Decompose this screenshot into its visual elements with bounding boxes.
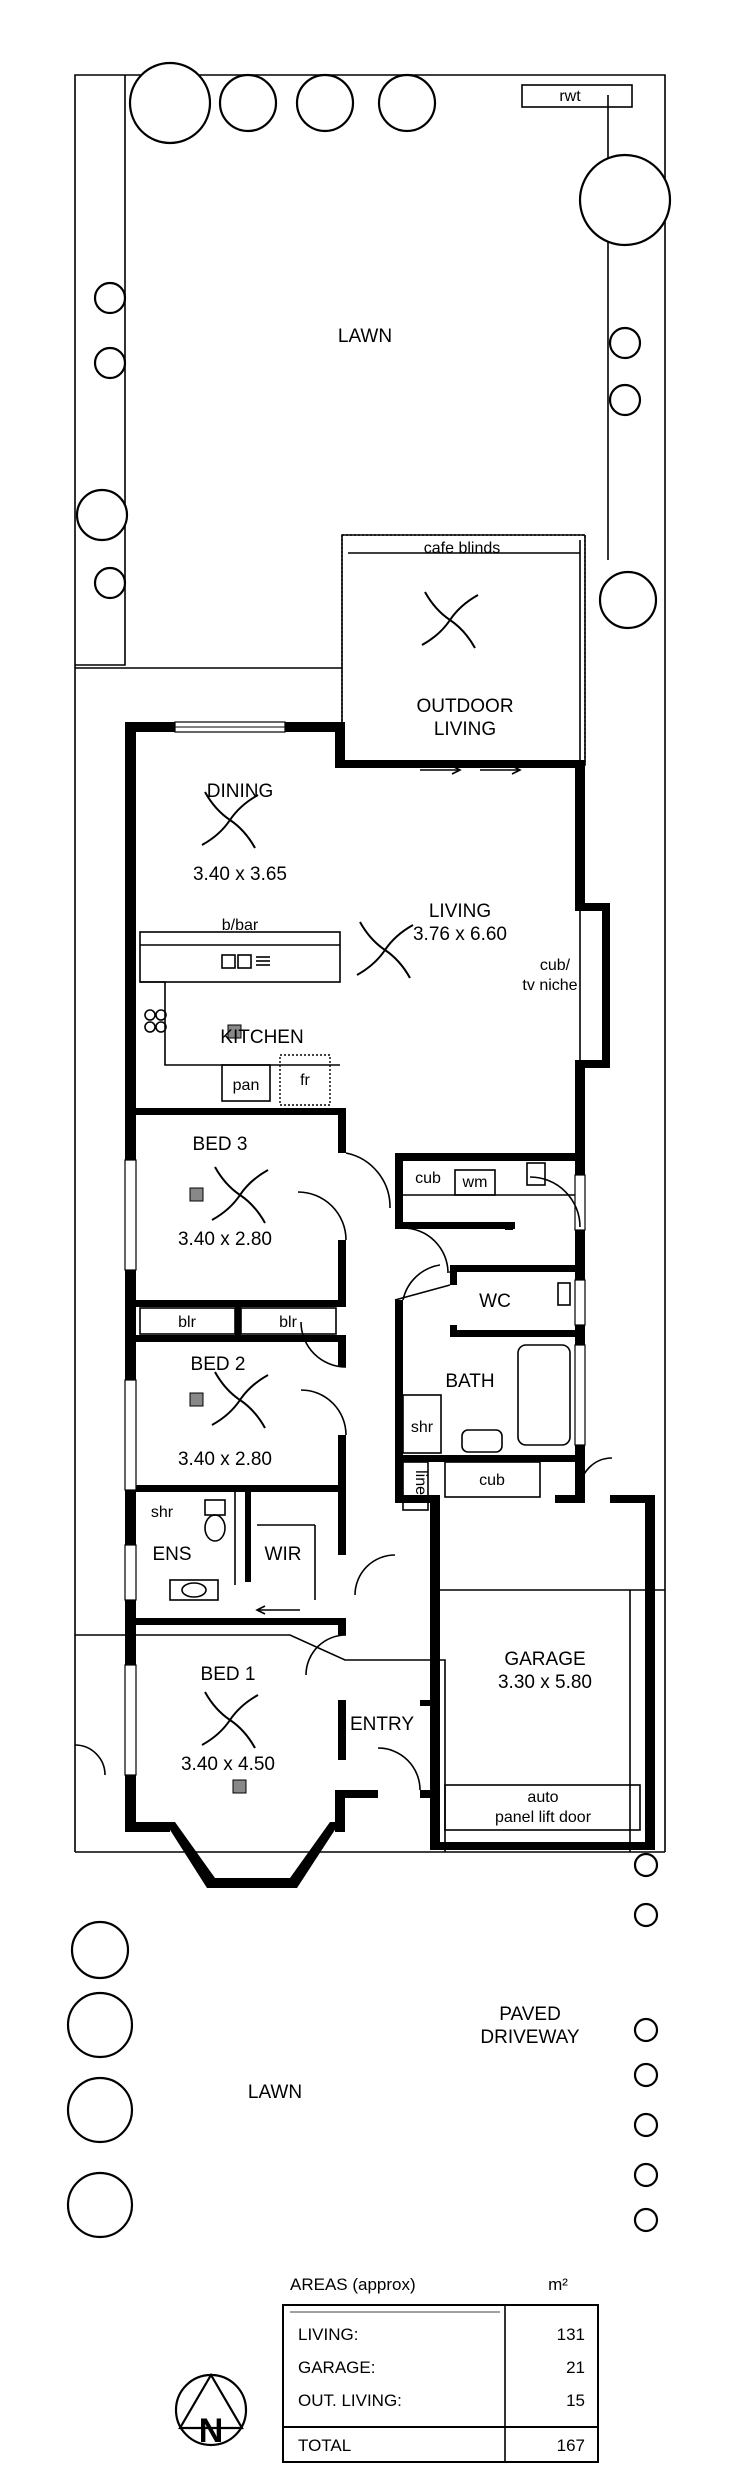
label-shr-bath: shr (411, 1419, 434, 1436)
label-driveway: DRIVEWAY (480, 2027, 580, 2048)
label-bed2-dim: 3.40 x 2.80 (178, 1449, 272, 1470)
tree-icon (66, 1991, 134, 2059)
kitchen-fittings (139, 931, 341, 1106)
label-bed2: BED 2 (191, 1354, 246, 1375)
label-fr: fr (300, 1072, 310, 1089)
areas-title: AREAS (approx) (290, 2275, 416, 2294)
areas-row-value: 21 (566, 2358, 585, 2377)
tree-icon (66, 2076, 134, 2144)
ensuite-fittings (169, 1492, 316, 1615)
wet-area-fittings (394, 1162, 575, 1511)
fan-icon (201, 1691, 259, 1749)
label-outdoor: OUTDOOR (416, 696, 513, 717)
tree-icon (93, 566, 127, 600)
label-outdoor-living: LIVING (434, 719, 496, 740)
label-wir: WIR (265, 1544, 302, 1565)
label-auto: auto (527, 1789, 558, 1806)
door-swings (74, 1152, 613, 1791)
tree-icon (633, 1852, 659, 1878)
label-bed1: BED 1 (201, 1664, 256, 1685)
tree-icon (578, 153, 672, 247)
tree-icon (75, 488, 129, 542)
room-labels: rwt LAWN cafe blinds OUTDOOR LIVING DINI… (151, 88, 592, 2103)
areas-row-label: GARAGE: (298, 2358, 375, 2377)
trees (66, 61, 672, 2239)
fan-icon (356, 921, 414, 979)
label-garage-dim: 3.30 x 5.80 (498, 1672, 592, 1693)
outdoor-living-pergola (341, 534, 586, 766)
label-rwt: rwt (559, 88, 581, 105)
label-cafe-blinds: cafe blinds (424, 540, 501, 557)
tree-icon (66, 2171, 134, 2239)
tree-icon (608, 326, 642, 360)
label-living: LIVING (429, 901, 491, 922)
areas-row-label: OUT. LIVING: (298, 2391, 402, 2410)
fan-icon (211, 1166, 269, 1224)
areas-table: AREAS (approx) m² LIVING: 131 GARAGE: 21… (282, 2275, 599, 2463)
label-lawn-bottom: LAWN (248, 2082, 302, 2103)
label-linen: linen (412, 1470, 429, 1504)
label-kitchen: KITCHEN (220, 1027, 303, 1048)
label-shr-ens: shr (151, 1504, 174, 1521)
label-paved: PAVED (499, 2004, 561, 2025)
label-garage: GARAGE (504, 1649, 585, 1670)
fans (201, 591, 479, 1749)
label-cub-laundry: cub (415, 1170, 441, 1187)
tree-icon (633, 2112, 659, 2138)
label-pan: pan (233, 1077, 260, 1094)
tree-icon (93, 346, 127, 380)
fan-icon (421, 591, 479, 649)
robes (139, 1307, 337, 1335)
areas-row-value: 131 (557, 2325, 585, 2344)
areas-row-value: 15 (566, 2391, 585, 2410)
label-wm: wm (462, 1174, 488, 1191)
label-dining: DINING (207, 781, 274, 802)
label-wc: WC (479, 1291, 511, 1312)
tree-icon (633, 2162, 659, 2188)
fan-icon (211, 1371, 269, 1429)
tree-icon (218, 73, 278, 133)
label-panel-lift-door: panel lift door (495, 1809, 592, 1826)
label-cub-tv: cub/ (540, 957, 571, 974)
label-bed1-dim: 3.40 x 4.50 (181, 1754, 275, 1775)
areas-total-value: 167 (557, 2436, 585, 2455)
tree-icon (93, 281, 127, 315)
tree-icon (70, 1920, 130, 1980)
sliding-door (360, 761, 560, 775)
tree-icon (598, 570, 658, 630)
label-lawn-top: LAWN (338, 326, 392, 347)
label-living-dim: 3.76 x 6.60 (413, 924, 507, 945)
areas-row-label: LIVING: (298, 2325, 358, 2344)
label-dining-dim: 3.40 x 3.65 (193, 864, 287, 885)
tree-icon (295, 73, 355, 133)
north-label: N (199, 2412, 224, 2450)
fan-icon (201, 791, 259, 849)
tree-icon (633, 2017, 659, 2043)
areas-unit: m² (548, 2275, 568, 2294)
label-bath: BATH (445, 1371, 494, 1392)
label-cub-bath: cub (479, 1472, 505, 1489)
garage-door (444, 1784, 641, 1831)
tree-icon (377, 73, 437, 133)
tree-icon (633, 2207, 659, 2233)
tree-icon (633, 2062, 659, 2088)
label-bbar: b/bar (222, 917, 259, 934)
label-bed3-dim: 3.40 x 2.80 (178, 1229, 272, 1250)
label-tv-niche: tv niche (522, 977, 577, 994)
vents (189, 1187, 247, 1794)
tree-icon (608, 383, 642, 417)
areas-total-label: TOTAL (298, 2436, 351, 2455)
tree-icon (128, 61, 212, 145)
north-arrow-icon: N (174, 2372, 248, 2450)
label-ens: ENS (152, 1544, 191, 1565)
tree-icon (633, 1902, 659, 1928)
windows (124, 721, 586, 1776)
label-entry: ENTRY (350, 1714, 414, 1735)
label-bed3: BED 3 (193, 1134, 248, 1155)
label-blr-2: blr (279, 1314, 297, 1331)
label-blr-1: blr (178, 1314, 196, 1331)
